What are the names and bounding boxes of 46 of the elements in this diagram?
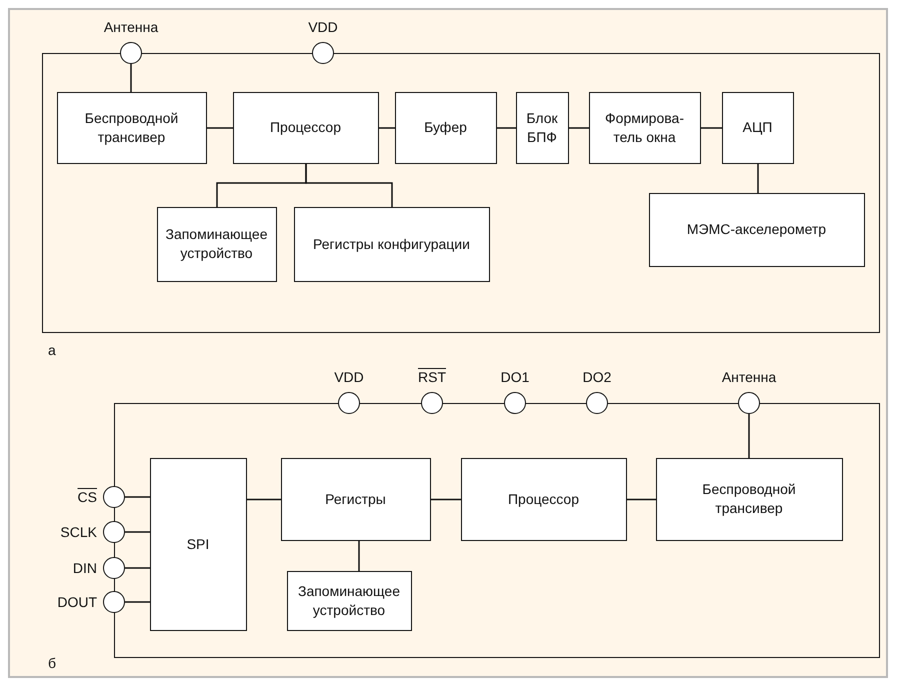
connector-line — [125, 496, 150, 498]
block-box: Процессор — [232, 92, 378, 164]
block-box: МЭМС-акселерометр — [648, 192, 864, 266]
block-box: Регистры конфигурации — [294, 206, 490, 282]
block-box: АЦП — [722, 92, 794, 164]
block-box: Буфер — [394, 92, 496, 164]
pin-label: SCLK — [60, 524, 97, 540]
pin-label: DO2 — [582, 369, 612, 385]
panel-letter: б — [48, 655, 56, 671]
connector-line — [358, 541, 360, 571]
block-box: Беспроводной трансивер — [656, 458, 842, 540]
connector-line — [757, 164, 759, 193]
pin-label: VDD — [307, 19, 339, 35]
block-box: Запоминающее устройство — [156, 206, 276, 282]
pin-label: RST — [417, 369, 447, 385]
connector-line — [379, 127, 395, 129]
pin-label: VDD — [333, 369, 365, 385]
block-box: Регистры — [280, 458, 430, 540]
connector-line — [569, 127, 589, 129]
connector-line — [431, 498, 461, 500]
block-box: Процессор — [460, 458, 626, 540]
connector-line — [305, 164, 393, 207]
connector-line — [627, 498, 656, 500]
device-outline — [114, 403, 880, 658]
connector-line — [701, 127, 722, 129]
pin-label: CS — [78, 489, 97, 505]
connector-line — [130, 64, 132, 92]
device-outline — [42, 53, 880, 333]
pin-label: Антенна — [720, 369, 778, 385]
pin-label: Антенна — [102, 19, 160, 35]
connector-line — [748, 414, 750, 458]
panel-letter: а — [48, 342, 56, 358]
pin-label: DOUT — [57, 594, 97, 610]
connector-line — [247, 498, 281, 500]
connector-line — [207, 127, 233, 129]
connector-line — [125, 531, 150, 533]
connector-line — [125, 567, 150, 569]
block-box: SPI — [150, 458, 246, 630]
connector-line — [125, 601, 150, 603]
block-box: Блок БПФ — [516, 92, 568, 164]
block-box: Беспроводной трансивер — [56, 92, 206, 164]
block-box: Формирова- тель окна — [588, 92, 700, 164]
block-box: Запоминающее устройство — [286, 570, 412, 630]
pin-label: DIN — [72, 560, 97, 576]
connector-line — [497, 127, 516, 129]
pin-label: DO1 — [500, 369, 530, 385]
